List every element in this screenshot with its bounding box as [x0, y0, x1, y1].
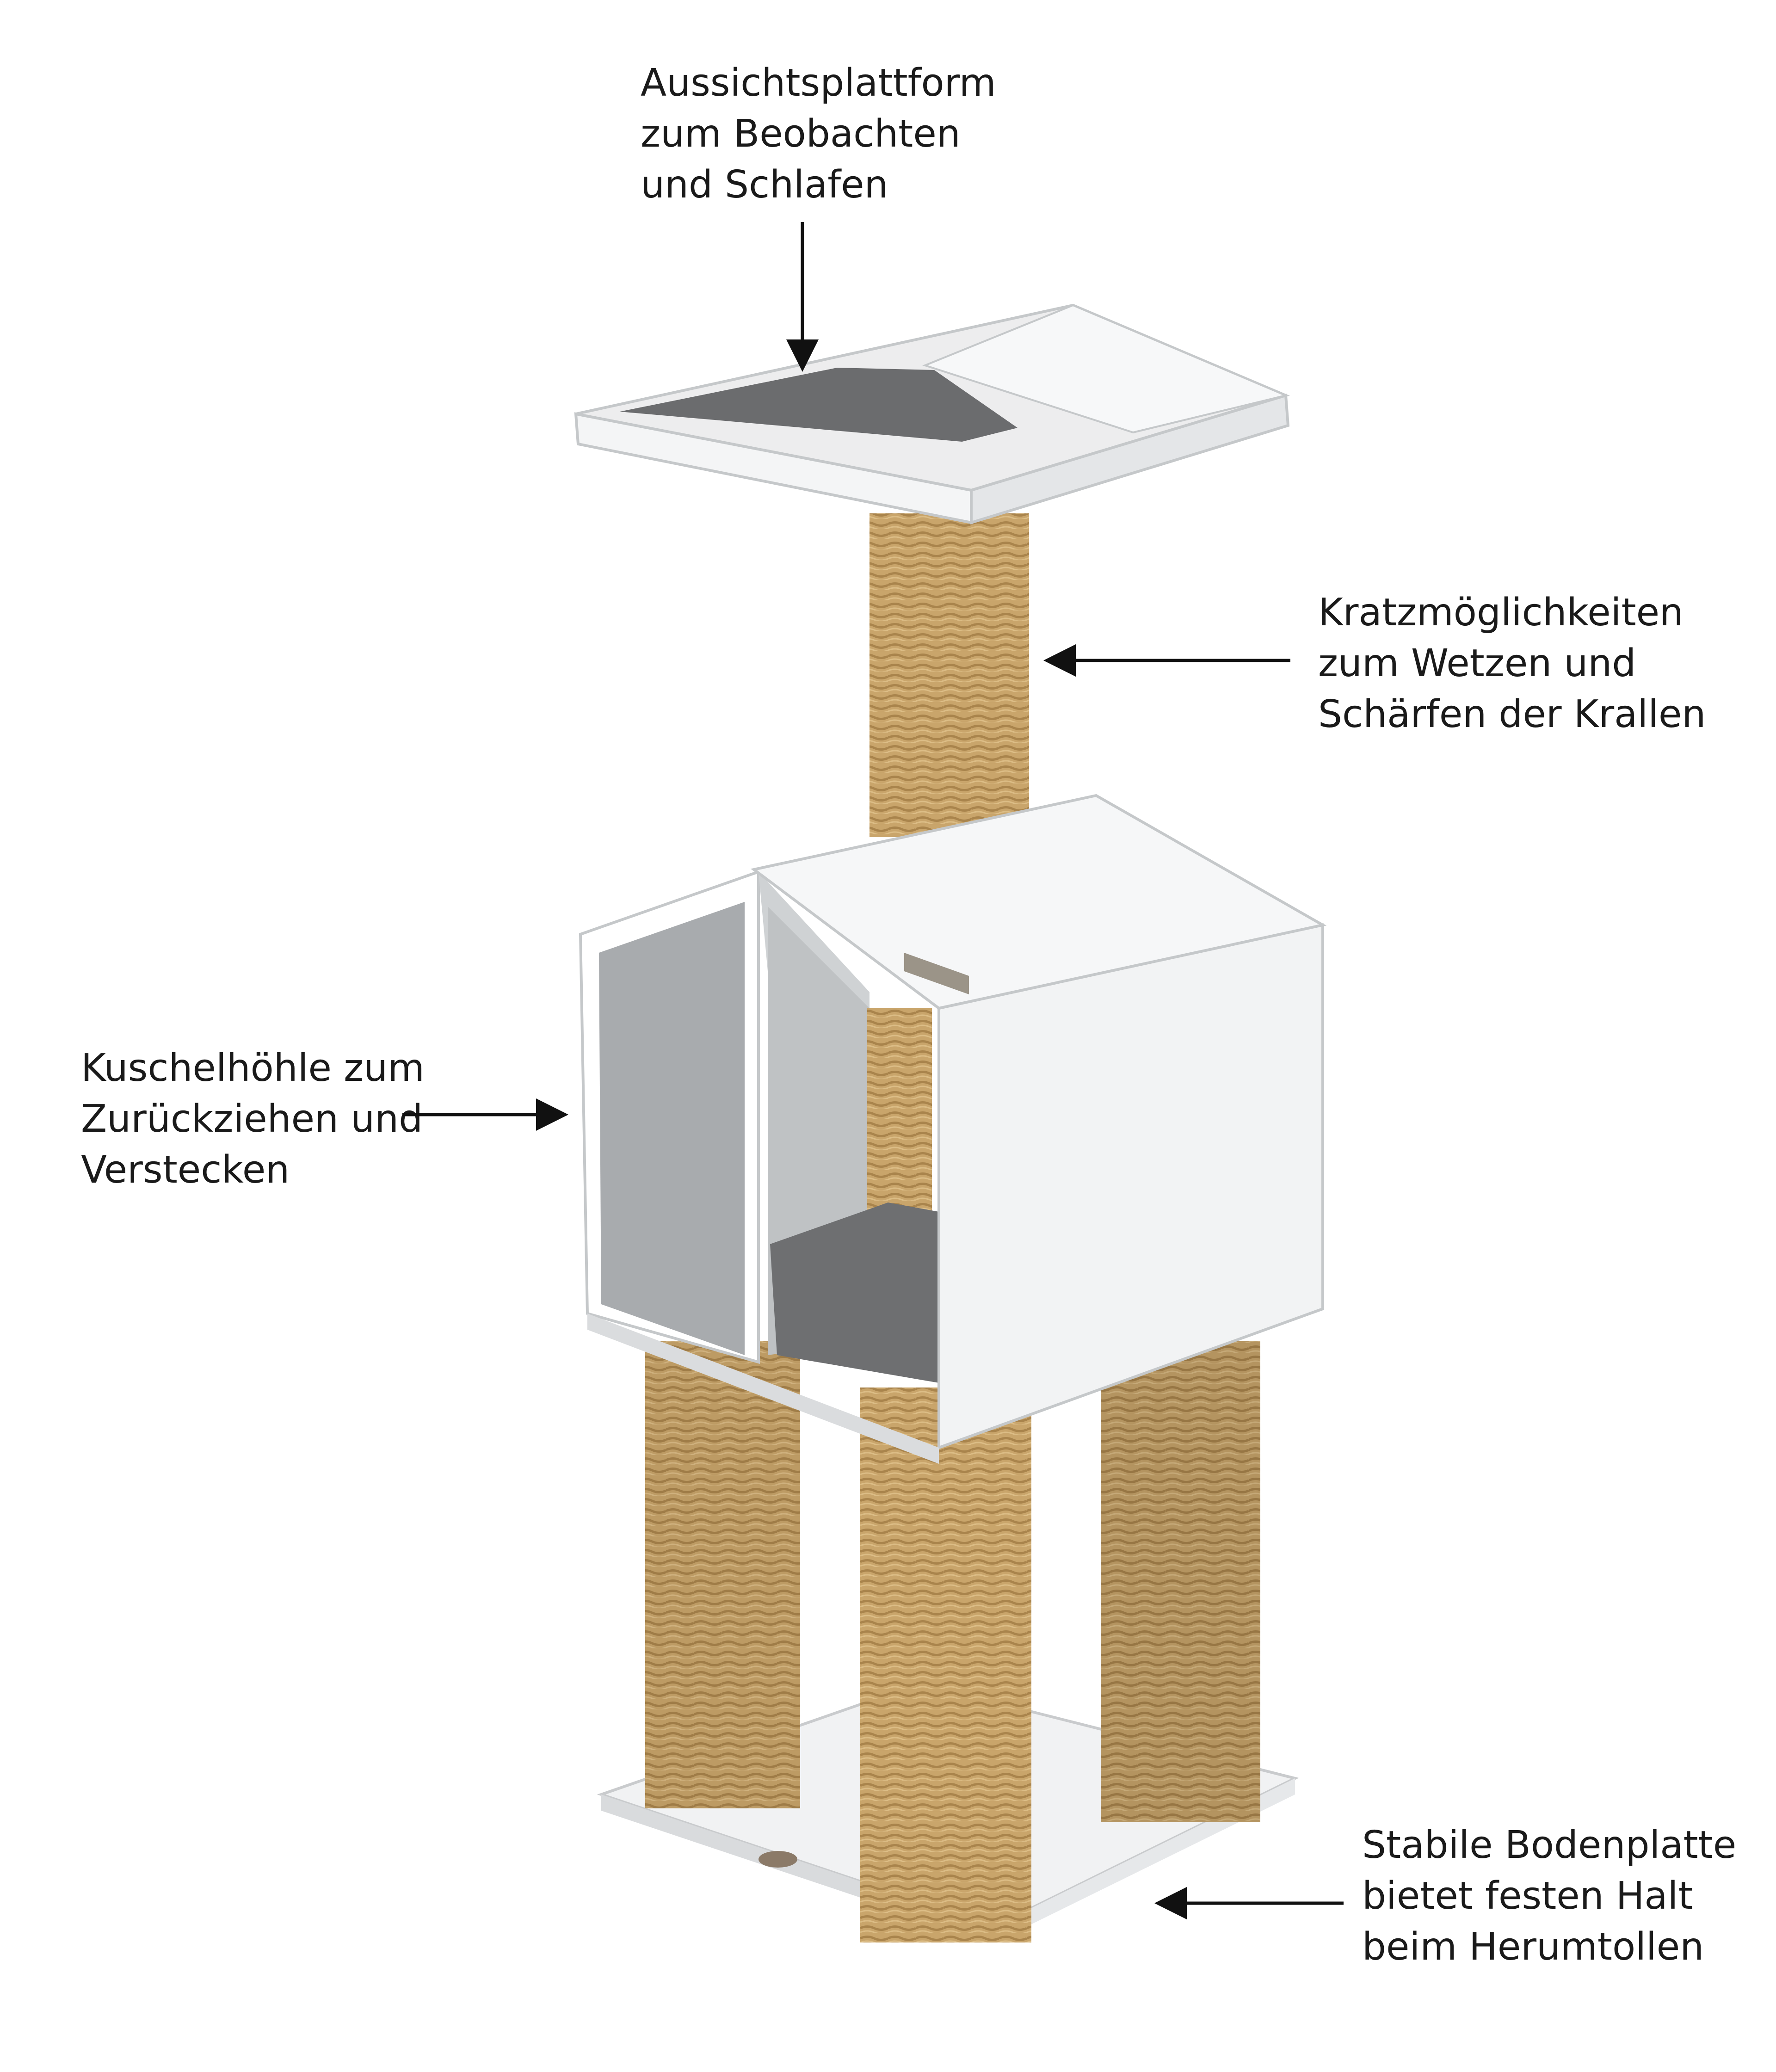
brand-tag-icon	[904, 953, 969, 994]
cave-cushion	[770, 1202, 939, 1383]
base-annotation: Stabile Bodenplatte bietet festen Halt b…	[1362, 1820, 1736, 1973]
scratch-annotation-line: zum Wetzen und	[1318, 641, 1636, 685]
cave-annotation-line: Kuschelhöhle zum	[81, 1046, 425, 1090]
sisal-post-front	[860, 1388, 1031, 1942]
base-annotation-line: beim Herumtollen	[1362, 1925, 1704, 1969]
platform-annotation-line: und Schlafen	[641, 163, 888, 207]
scratch-annotation-line: Kratzmöglichkeiten	[1318, 591, 1684, 635]
cave-annotation-line: Zurückziehen und	[81, 1097, 423, 1141]
base-annotation-line: Stabile Bodenplatte	[1362, 1823, 1737, 1867]
scratch-annotation: Kratzmöglichkeiten zum Wetzen und Schärf…	[1318, 587, 1706, 740]
cave-annotation-line: Verstecken	[81, 1148, 290, 1192]
platform-annotation-line: Aussichtsplattform	[641, 61, 996, 105]
platform-annotation: Aussichtsplattform zum Beobachten und Sc…	[641, 58, 996, 210]
platform-cushion	[620, 368, 1018, 442]
sisal-post-back-right	[1101, 1341, 1260, 1822]
base-annotation-line: bietet festen Halt	[1362, 1874, 1693, 1918]
cuddle-cave	[579, 794, 1327, 1464]
cave-annotation: Kuschelhöhle zum Zurückziehen und Verste…	[81, 1043, 425, 1196]
logo-badge-icon	[758, 1851, 797, 1868]
sisal-post-upper	[870, 513, 1029, 837]
scratch-annotation-line: Schärfen der Krallen	[1318, 692, 1706, 736]
sisal-post-back-left	[645, 1341, 800, 1808]
top-platform	[574, 303, 1290, 525]
platform-annotation-line: zum Beobachten	[641, 112, 961, 156]
